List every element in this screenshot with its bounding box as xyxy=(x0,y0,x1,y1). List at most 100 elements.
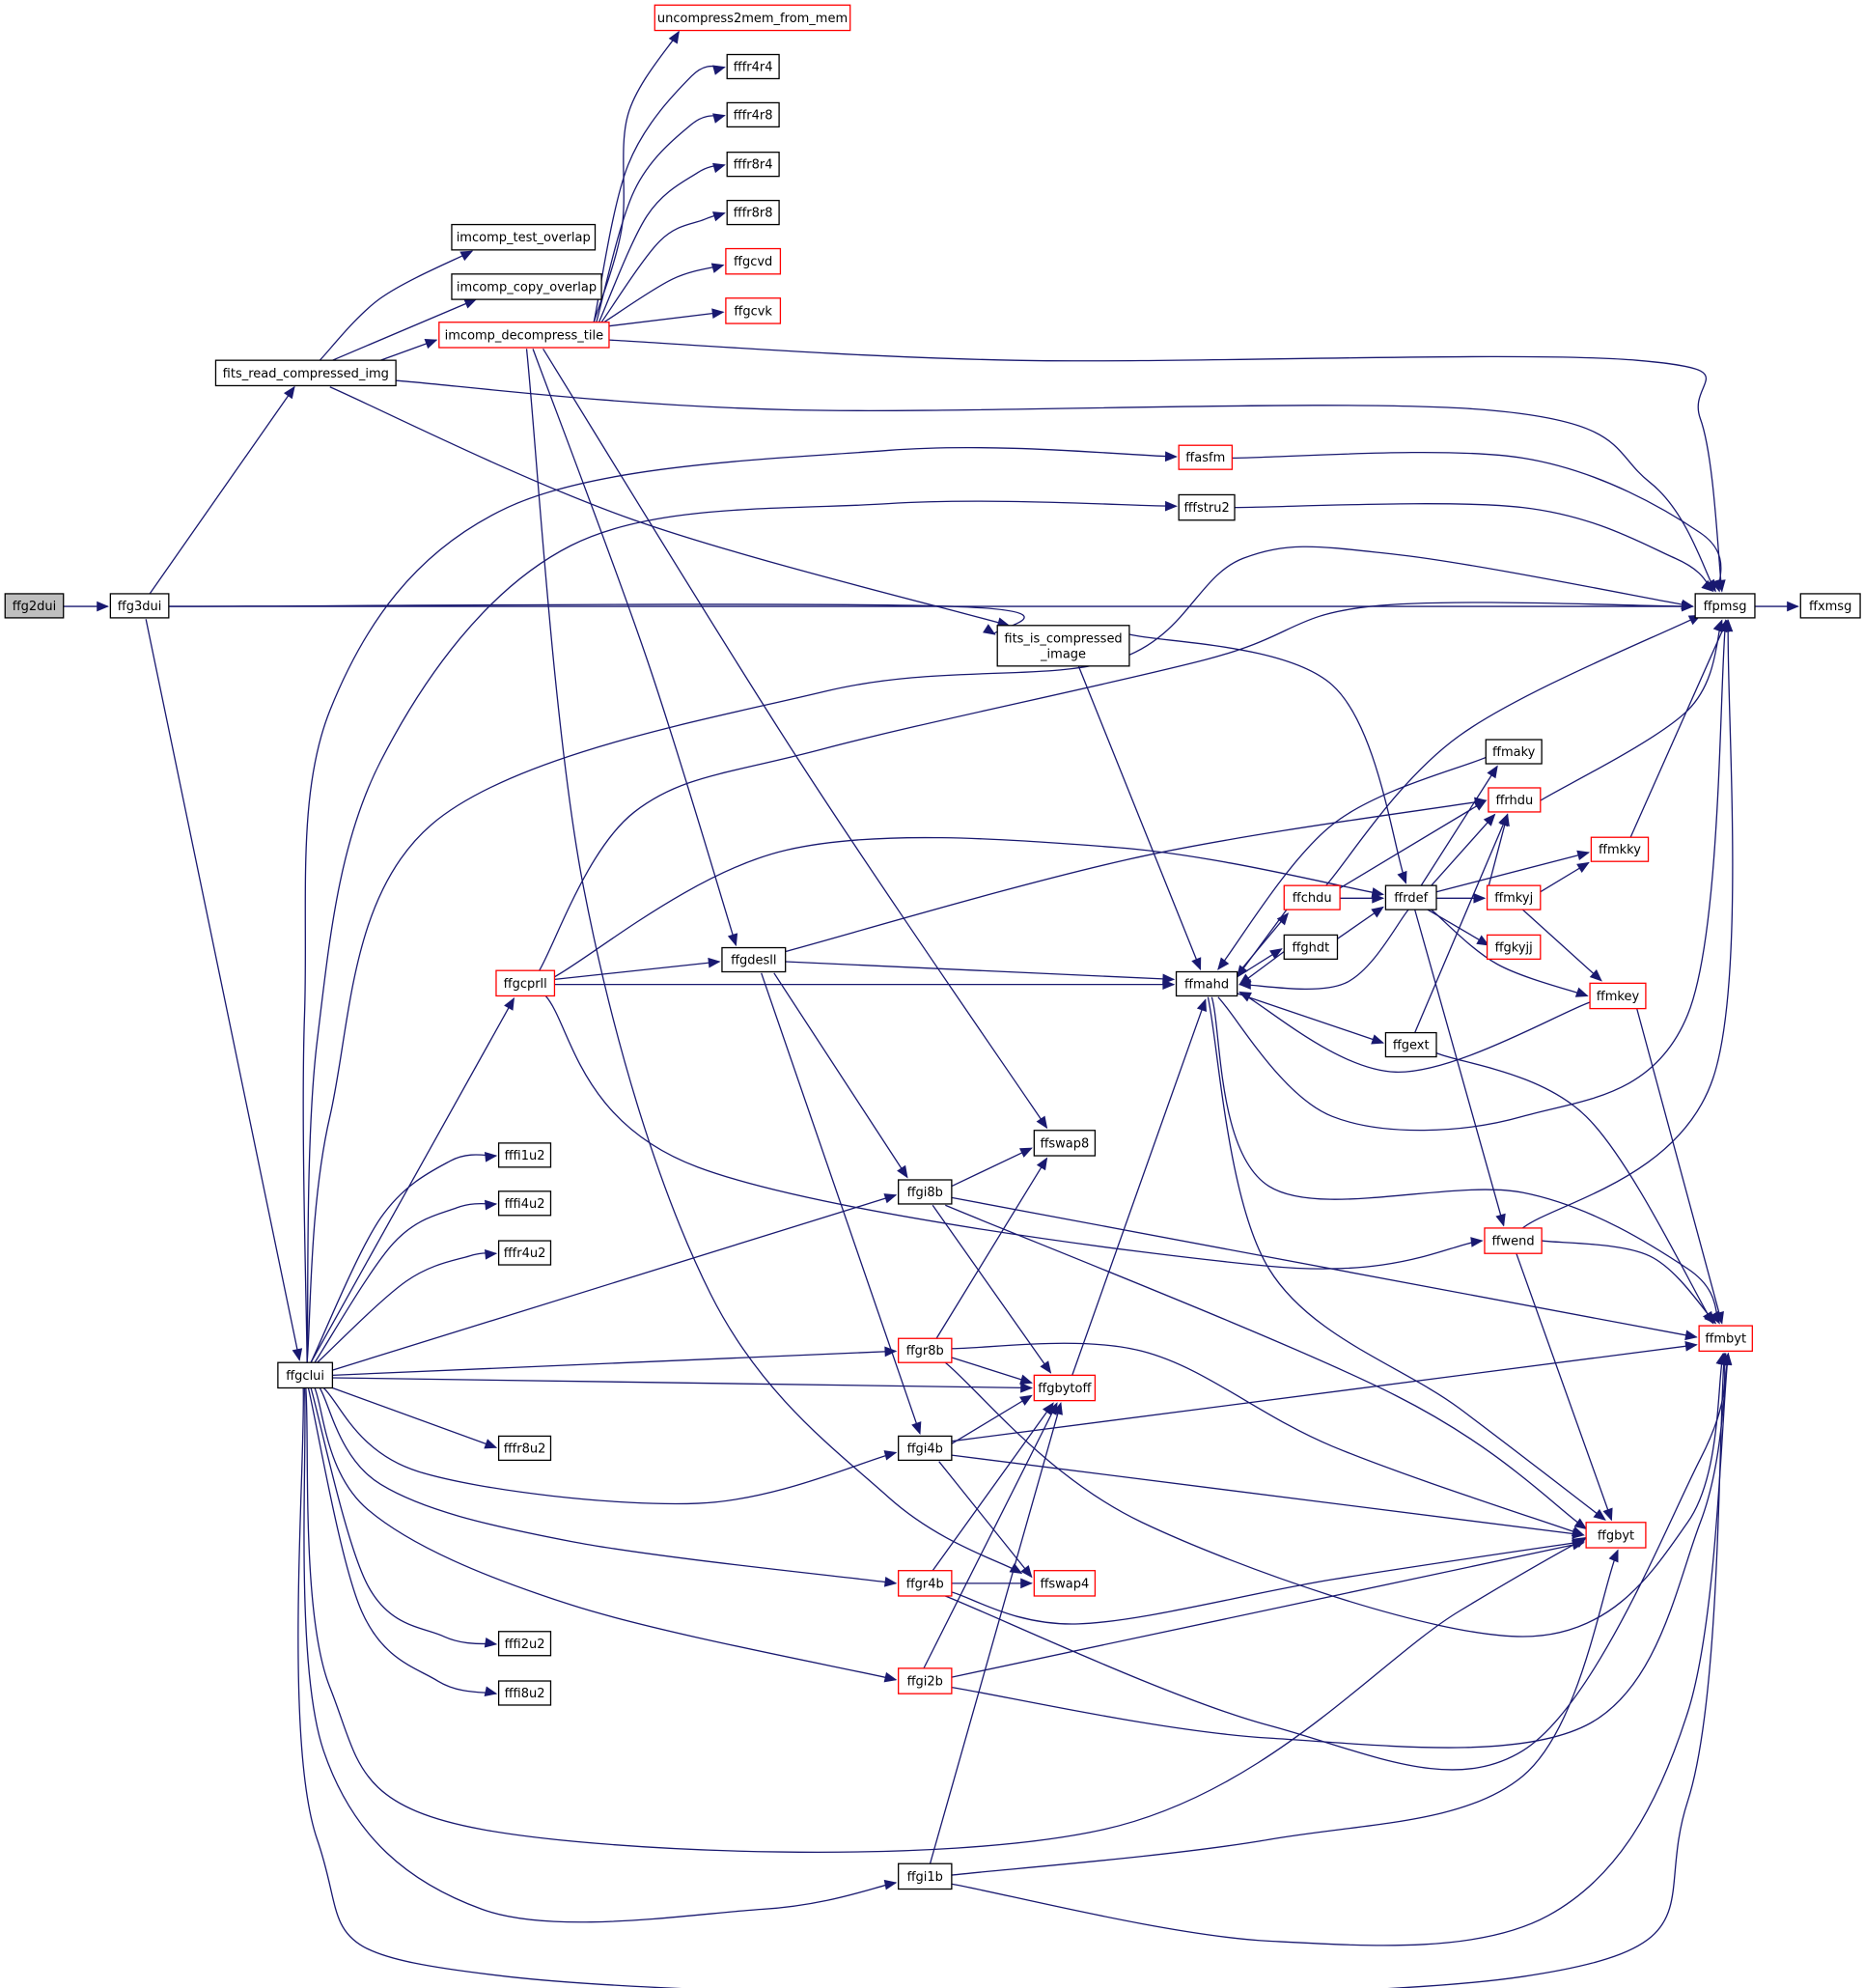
node-fffi8u2[interactable]: fffi8u2 xyxy=(497,1680,552,1706)
node-imcomp_copy_overlap[interactable]: imcomp_copy_overlap xyxy=(451,273,602,300)
node-fits_read_compressed_img[interactable]: fits_read_compressed_img xyxy=(214,359,397,387)
node-box[interactable] xyxy=(898,1862,953,1890)
node-box[interactable] xyxy=(1486,884,1542,910)
node-box[interactable] xyxy=(1590,836,1650,862)
node-box[interactable] xyxy=(1384,1031,1437,1058)
node-ffmkyj[interactable]: ffmkyj xyxy=(1486,884,1542,910)
node-box[interactable] xyxy=(1033,1374,1097,1402)
node-box[interactable] xyxy=(726,152,780,178)
node-box[interactable] xyxy=(1486,934,1542,961)
node-fffr4r4[interactable]: fffr4r4 xyxy=(726,53,780,80)
node-box[interactable] xyxy=(1698,1325,1753,1353)
node-box[interactable] xyxy=(1178,444,1234,470)
node-box[interactable] xyxy=(4,593,65,619)
node-ffgbytoff[interactable]: ffgbytoff xyxy=(1033,1374,1097,1402)
node-box[interactable] xyxy=(1799,593,1861,619)
node-ffgi4b[interactable]: ffgi4b xyxy=(898,1435,953,1462)
node-fffr4r8[interactable]: fffr4r8 xyxy=(726,101,780,128)
node-ffpmsg[interactable]: ffpmsg xyxy=(1694,593,1756,619)
node-box[interactable] xyxy=(898,1570,953,1597)
node-fits_is_compressed_image[interactable]: fits_is_compressed_image xyxy=(996,625,1130,667)
node-ffgkyjj[interactable]: ffgkyjj xyxy=(1486,934,1542,961)
node-box[interactable] xyxy=(898,1337,953,1363)
node-ffgext[interactable]: ffgext xyxy=(1384,1031,1437,1058)
node-box[interactable] xyxy=(898,1179,953,1205)
node-box[interactable] xyxy=(1283,884,1341,910)
node-box[interactable] xyxy=(1484,1227,1543,1254)
node-box[interactable] xyxy=(725,297,782,324)
node-box[interactable] xyxy=(1585,1522,1647,1549)
node-ffchdu[interactable]: ffchdu xyxy=(1283,884,1341,910)
node-ffxmsg[interactable]: ffxmsg xyxy=(1799,593,1861,619)
node-box[interactable] xyxy=(497,1142,552,1168)
node-box[interactable] xyxy=(996,625,1130,667)
node-box[interactable] xyxy=(721,946,787,973)
node-box[interactable] xyxy=(1384,884,1437,910)
node-box[interactable] xyxy=(1694,593,1756,619)
node-ffgr8b[interactable]: ffgr8b xyxy=(898,1337,953,1363)
node-ffswap8[interactable]: ffswap8 xyxy=(1033,1130,1097,1157)
node-ffg2dui[interactable]: ffg2dui xyxy=(4,593,65,619)
node-box[interactable] xyxy=(1589,982,1647,1010)
node-box[interactable] xyxy=(495,969,556,997)
node-box[interactable] xyxy=(1488,787,1542,813)
node-box[interactable] xyxy=(451,273,602,300)
node-box[interactable] xyxy=(726,101,780,128)
node-box[interactable] xyxy=(497,1631,552,1657)
node-ffgcvk[interactable]: ffgcvk xyxy=(725,297,782,324)
node-box[interactable] xyxy=(451,223,597,251)
node-uncompress2mem_from_mem[interactable]: uncompress2mem_from_mem xyxy=(654,4,851,32)
node-box[interactable] xyxy=(438,322,610,349)
node-box[interactable] xyxy=(654,4,851,32)
node-ffgdesll[interactable]: ffgdesll xyxy=(721,946,787,973)
node-ffgi2b[interactable]: ffgi2b xyxy=(898,1667,953,1694)
node-ffmbyt[interactable]: ffmbyt xyxy=(1698,1325,1753,1353)
node-box[interactable] xyxy=(497,1680,552,1706)
node-ffwend[interactable]: ffwend xyxy=(1484,1227,1543,1254)
node-fffi1u2[interactable]: fffi1u2 xyxy=(497,1142,552,1168)
node-box[interactable] xyxy=(1283,934,1339,961)
node-box[interactable] xyxy=(1485,739,1543,765)
node-fffi2u2[interactable]: fffi2u2 xyxy=(497,1631,552,1657)
node-ffgbyt[interactable]: ffgbyt xyxy=(1585,1522,1647,1549)
node-box[interactable] xyxy=(1175,970,1238,997)
node-ffrdef[interactable]: ffrdef xyxy=(1384,884,1437,910)
node-ffmaky[interactable]: ffmaky xyxy=(1485,739,1543,765)
node-ffgcvd[interactable]: ffgcvd xyxy=(725,247,782,275)
node-fffr4u2[interactable]: fffr4u2 xyxy=(497,1240,552,1266)
node-box[interactable] xyxy=(898,1667,953,1694)
node-box[interactable] xyxy=(1178,493,1236,521)
node-fffstru2[interactable]: fffstru2 xyxy=(1178,493,1236,521)
node-imcomp_test_overlap[interactable]: imcomp_test_overlap xyxy=(451,223,597,251)
node-box[interactable] xyxy=(726,199,780,226)
node-box[interactable] xyxy=(277,1361,334,1389)
node-ffgclui[interactable]: ffgclui xyxy=(277,1361,334,1389)
node-ffasfm[interactable]: ffasfm xyxy=(1178,444,1234,470)
node-ffg3dui[interactable]: ffg3dui xyxy=(109,593,170,619)
node-ffgr4b[interactable]: ffgr4b xyxy=(898,1570,953,1597)
node-ffgcprll[interactable]: ffgcprll xyxy=(495,969,556,997)
node-ffmahd[interactable]: ffmahd xyxy=(1175,970,1238,997)
node-box[interactable] xyxy=(725,247,782,275)
node-box[interactable] xyxy=(497,1190,552,1217)
node-box[interactable] xyxy=(214,359,397,387)
node-ffmkky[interactable]: ffmkky xyxy=(1590,836,1650,862)
node-fffr8r8[interactable]: fffr8r8 xyxy=(726,199,780,226)
node-ffghdt[interactable]: ffghdt xyxy=(1283,934,1339,961)
node-ffswap4[interactable]: ffswap4 xyxy=(1033,1570,1097,1597)
node-ffgi1b[interactable]: ffgi1b xyxy=(898,1862,953,1890)
node-box[interactable] xyxy=(109,593,170,619)
node-fffr8r4[interactable]: fffr8r4 xyxy=(726,152,780,178)
node-fffi4u2[interactable]: fffi4u2 xyxy=(497,1190,552,1217)
node-ffrhdu[interactable]: ffrhdu xyxy=(1488,787,1542,813)
node-box[interactable] xyxy=(497,1240,552,1266)
node-box[interactable] xyxy=(726,53,780,80)
node-box[interactable] xyxy=(1033,1130,1097,1157)
node-ffmkey[interactable]: ffmkey xyxy=(1589,982,1647,1010)
node-box[interactable] xyxy=(1033,1570,1097,1597)
node-box[interactable] xyxy=(497,1435,552,1462)
node-ffgi8b[interactable]: ffgi8b xyxy=(898,1179,953,1205)
node-fffr8u2[interactable]: fffr8u2 xyxy=(497,1435,552,1462)
node-imcomp_decompress_tile[interactable]: imcomp_decompress_tile xyxy=(438,322,610,349)
node-box[interactable] xyxy=(898,1435,953,1462)
